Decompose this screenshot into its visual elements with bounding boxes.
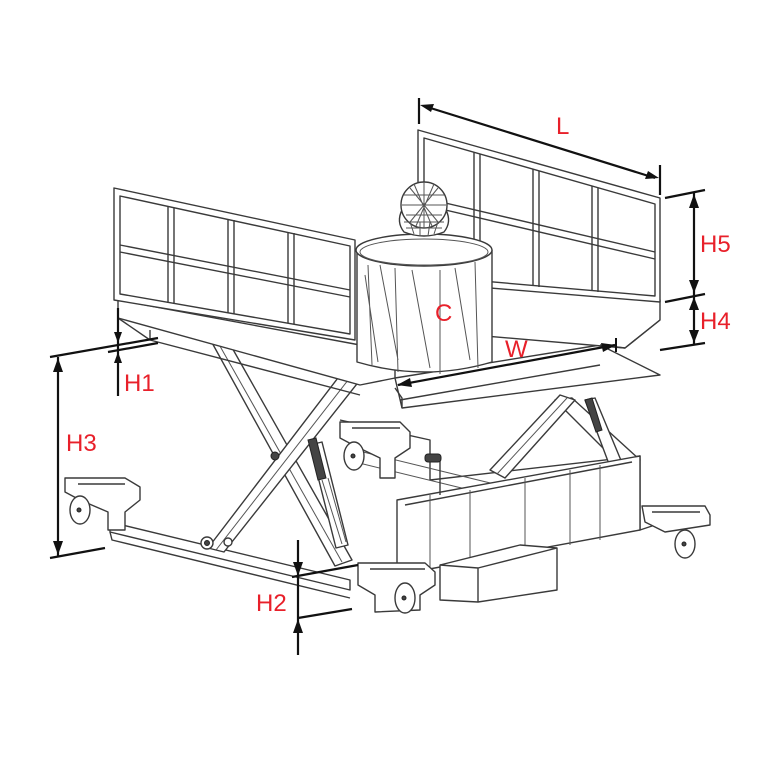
dimension-label-H2: H2	[256, 590, 287, 617]
dimension-label-H1: H1	[124, 370, 155, 397]
cylindrical-load	[355, 181, 493, 374]
dimension-W	[397, 338, 617, 387]
dimension-label-C: C	[435, 300, 453, 327]
dimension-H5-H4	[659, 188, 706, 352]
handle-icon	[424, 453, 442, 463]
front-frame	[396, 453, 641, 603]
dimension-label-H4: H4	[700, 308, 731, 335]
counterweight-box	[439, 544, 558, 603]
dimension-label-W: W	[505, 336, 528, 363]
dimension-label-H5: H5	[700, 231, 731, 258]
dimension-label-L: L	[556, 113, 570, 140]
scissor-left	[200, 329, 361, 567]
caster-left-front	[339, 421, 411, 479]
caster-right-rear	[641, 505, 711, 559]
dimension-L	[417, 98, 662, 195]
dimension-label-H3: H3	[66, 430, 97, 457]
caster-left-rear	[64, 477, 141, 531]
caster-right-front	[357, 562, 436, 614]
scissor-pivot-icon	[270, 451, 280, 461]
dimension-H1-H3	[49, 308, 159, 560]
left-railing	[113, 187, 356, 341]
dimension-H2	[291, 540, 359, 655]
extension-plate	[394, 344, 661, 409]
